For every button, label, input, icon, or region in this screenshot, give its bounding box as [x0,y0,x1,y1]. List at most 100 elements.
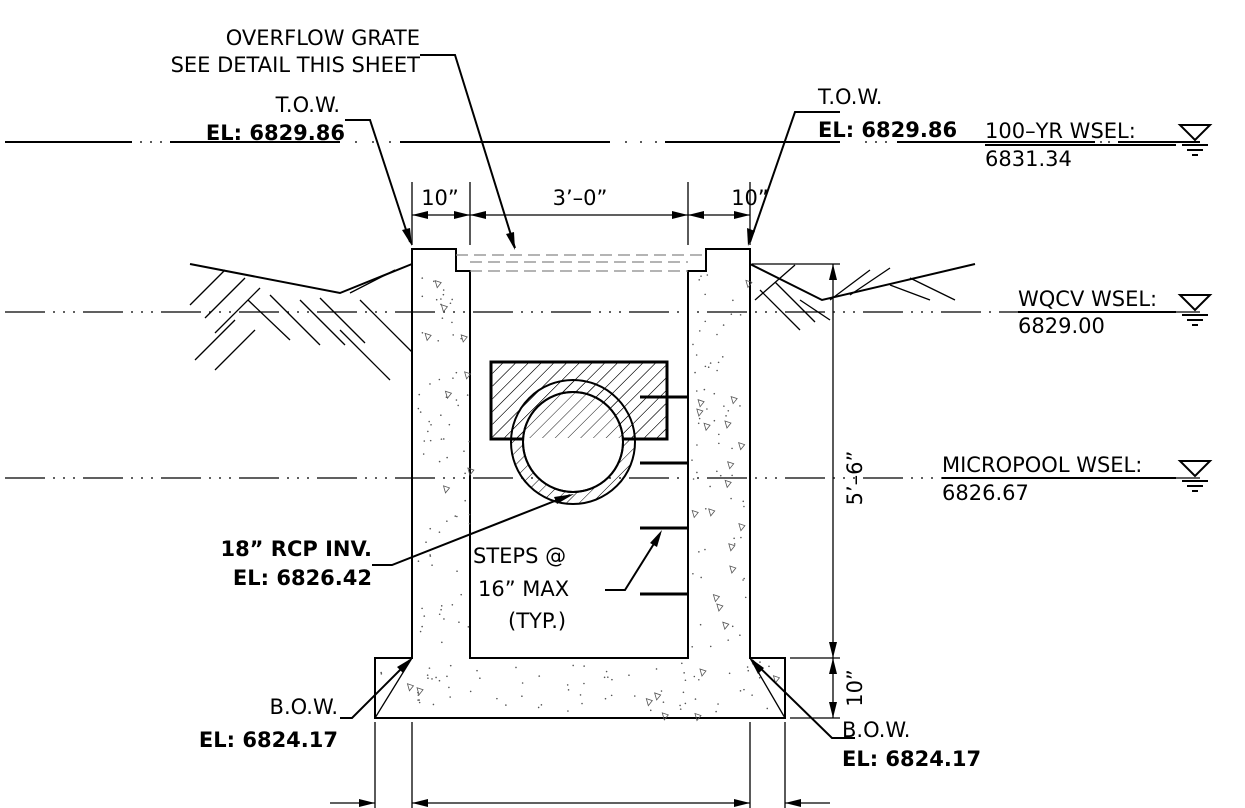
concrete-speck [452,334,454,336]
concrete-speck [719,474,722,477]
concrete-speck [448,423,451,426]
concrete-speck [605,670,608,673]
concrete-speck [442,289,445,291]
concrete-speck [449,664,452,667]
tow-right-elevation: EL: 6829.86 [818,118,957,142]
concrete-speck [747,669,750,672]
concrete-speck [692,343,694,346]
concrete-speck [417,691,419,694]
concrete-speck [537,706,540,709]
concrete-speck [431,678,433,680]
tow-left-label: T.O.W. [275,93,340,117]
concrete-speck [628,674,630,677]
concrete-speck [432,703,435,706]
concrete-aggregate [712,593,721,603]
concrete-speck [679,704,681,707]
concrete-aggregate [442,485,451,494]
concrete-speck [713,419,716,422]
concrete-aggregate [708,508,716,517]
bow-left-elevation: EL: 6824.17 [199,728,338,752]
concrete-aggregate [729,565,737,574]
concrete-speck [704,548,706,551]
water-level-icon [1177,460,1213,492]
concrete-speck [744,596,747,599]
concrete-speckle [380,274,781,722]
concrete-speck [476,669,478,672]
concrete-speck [700,576,702,579]
concrete-speck [698,417,701,420]
concrete-speck [698,279,701,281]
leader-lines [340,54,855,739]
concrete-speck [435,676,437,679]
concrete-speck [695,390,698,392]
wqcv-wsel-label: WQCV WSEL: [1018,287,1157,311]
concrete-speck [682,691,685,694]
concrete-speck [442,438,445,440]
concrete-speck [422,453,425,455]
concrete-speck [456,570,458,573]
height-dimension-label: 5’–6” [843,451,867,506]
concrete-speck [718,433,720,436]
concrete-speck [515,666,517,669]
tow-left-elevation: EL: 6829.86 [206,121,345,145]
concrete-speck [692,572,694,575]
concrete-speck [426,674,429,676]
concrete-speck [438,679,441,682]
top-dimensions [411,182,751,245]
concrete-speck [733,537,735,540]
concrete-speck [758,676,761,679]
concrete-speck [466,394,469,396]
concrete-aggregate [722,621,730,631]
concrete-speck [716,333,718,336]
steps [640,395,688,596]
concrete-aggregate [416,687,424,696]
concrete-speck [713,392,716,395]
concrete-speck [759,661,761,663]
concrete-speck [721,356,724,358]
concrete-speck [468,522,471,525]
concrete-speck [457,404,459,407]
concrete-speck [697,422,700,425]
concrete-speck [700,275,702,277]
concrete-aggregate [738,523,746,532]
concrete-speck [440,605,443,607]
concrete-speck [468,513,471,516]
concrete-speck [704,507,707,510]
concrete-aggregate [728,543,736,552]
concrete-speck [692,478,695,480]
concrete-speck [709,362,712,364]
concrete-speck [451,298,453,301]
concrete-aggregate [730,395,738,405]
concrete-speck [746,666,749,668]
steps-label: STEPS @ [473,544,566,568]
concrete-speck [579,694,582,696]
concrete-speck [731,625,734,628]
concrete-speck [723,405,725,407]
rcp-invert-label: 18” RCP INV. [220,537,372,561]
concrete-speck [418,701,421,704]
concrete-speck [496,697,498,700]
concrete-speck [521,695,523,698]
concrete-speck [429,383,431,385]
concrete-speck [538,675,541,677]
concrete-aggregate [703,422,711,432]
concrete-speck [707,366,710,369]
rcp-pipe [493,363,666,505]
concrete-speck [464,472,466,475]
concrete-speck [681,662,683,665]
rcp-invert-elevation: EL: 6826.42 [233,566,372,590]
wsel-100yr-label: 100–YR WSEL: [985,119,1136,143]
concrete-aggregate [661,712,669,721]
concrete-speck [733,543,736,545]
concrete-speck [649,709,652,712]
concrete-speck [456,515,458,518]
concrete-speck [440,414,442,417]
bow-right-elevation: EL: 6824.17 [842,747,981,771]
bow-right-label: B.O.W. [842,718,910,742]
concrete-speck [460,337,462,340]
concrete-speck [441,641,443,644]
steps-typical: (TYP.) [508,609,566,633]
concrete-speck [469,690,472,693]
concrete-aggregate [467,467,475,476]
